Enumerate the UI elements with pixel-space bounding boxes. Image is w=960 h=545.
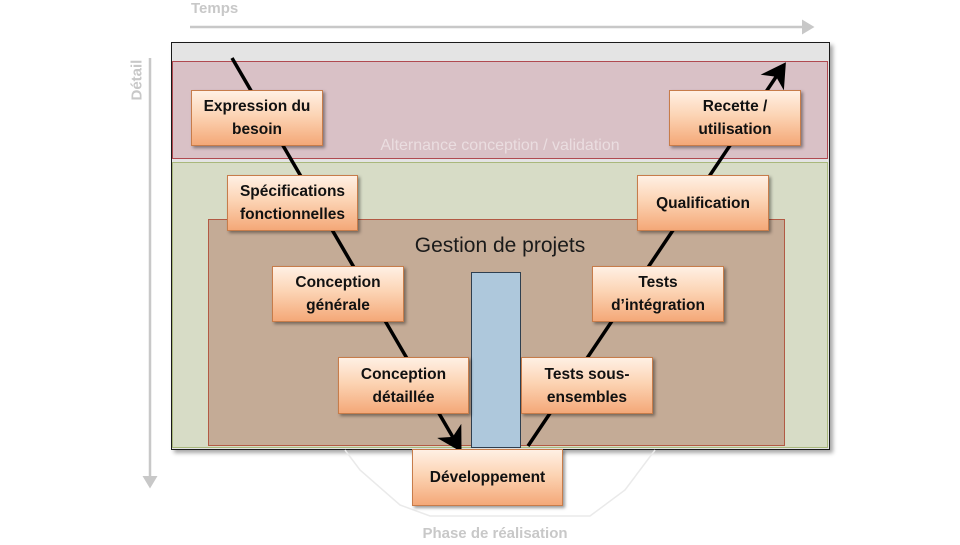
step-tests-sous-ensembles[interactable]: Tests sous-ensembles bbox=[521, 357, 653, 414]
step-tests-integration[interactable]: Tests d’intégration bbox=[592, 266, 724, 322]
step-qualification[interactable]: Qualification bbox=[637, 175, 769, 231]
phase-outline bbox=[344, 449, 656, 517]
phase-label: Phase de réalisation bbox=[422, 525, 568, 542]
step-conception-generale[interactable]: Conception générale bbox=[272, 266, 404, 322]
time-axis-label: Temps bbox=[191, 0, 239, 17]
step-conception-detaillee[interactable]: Conception détaillée bbox=[338, 357, 469, 414]
zone-top-label: Alternance conception / validation bbox=[380, 137, 620, 154]
step-recette-utilisation[interactable]: Recette / utilisation bbox=[669, 90, 801, 146]
development-bar bbox=[471, 272, 521, 448]
project-management-label: Gestion de projets bbox=[414, 234, 586, 257]
step-specifications-fonctionnelles[interactable]: Spécifications fonctionnelles bbox=[227, 175, 358, 231]
step-expression-du-besoin[interactable]: Expression du besoin bbox=[191, 90, 323, 146]
step-developpement[interactable]: Développement bbox=[412, 449, 563, 506]
